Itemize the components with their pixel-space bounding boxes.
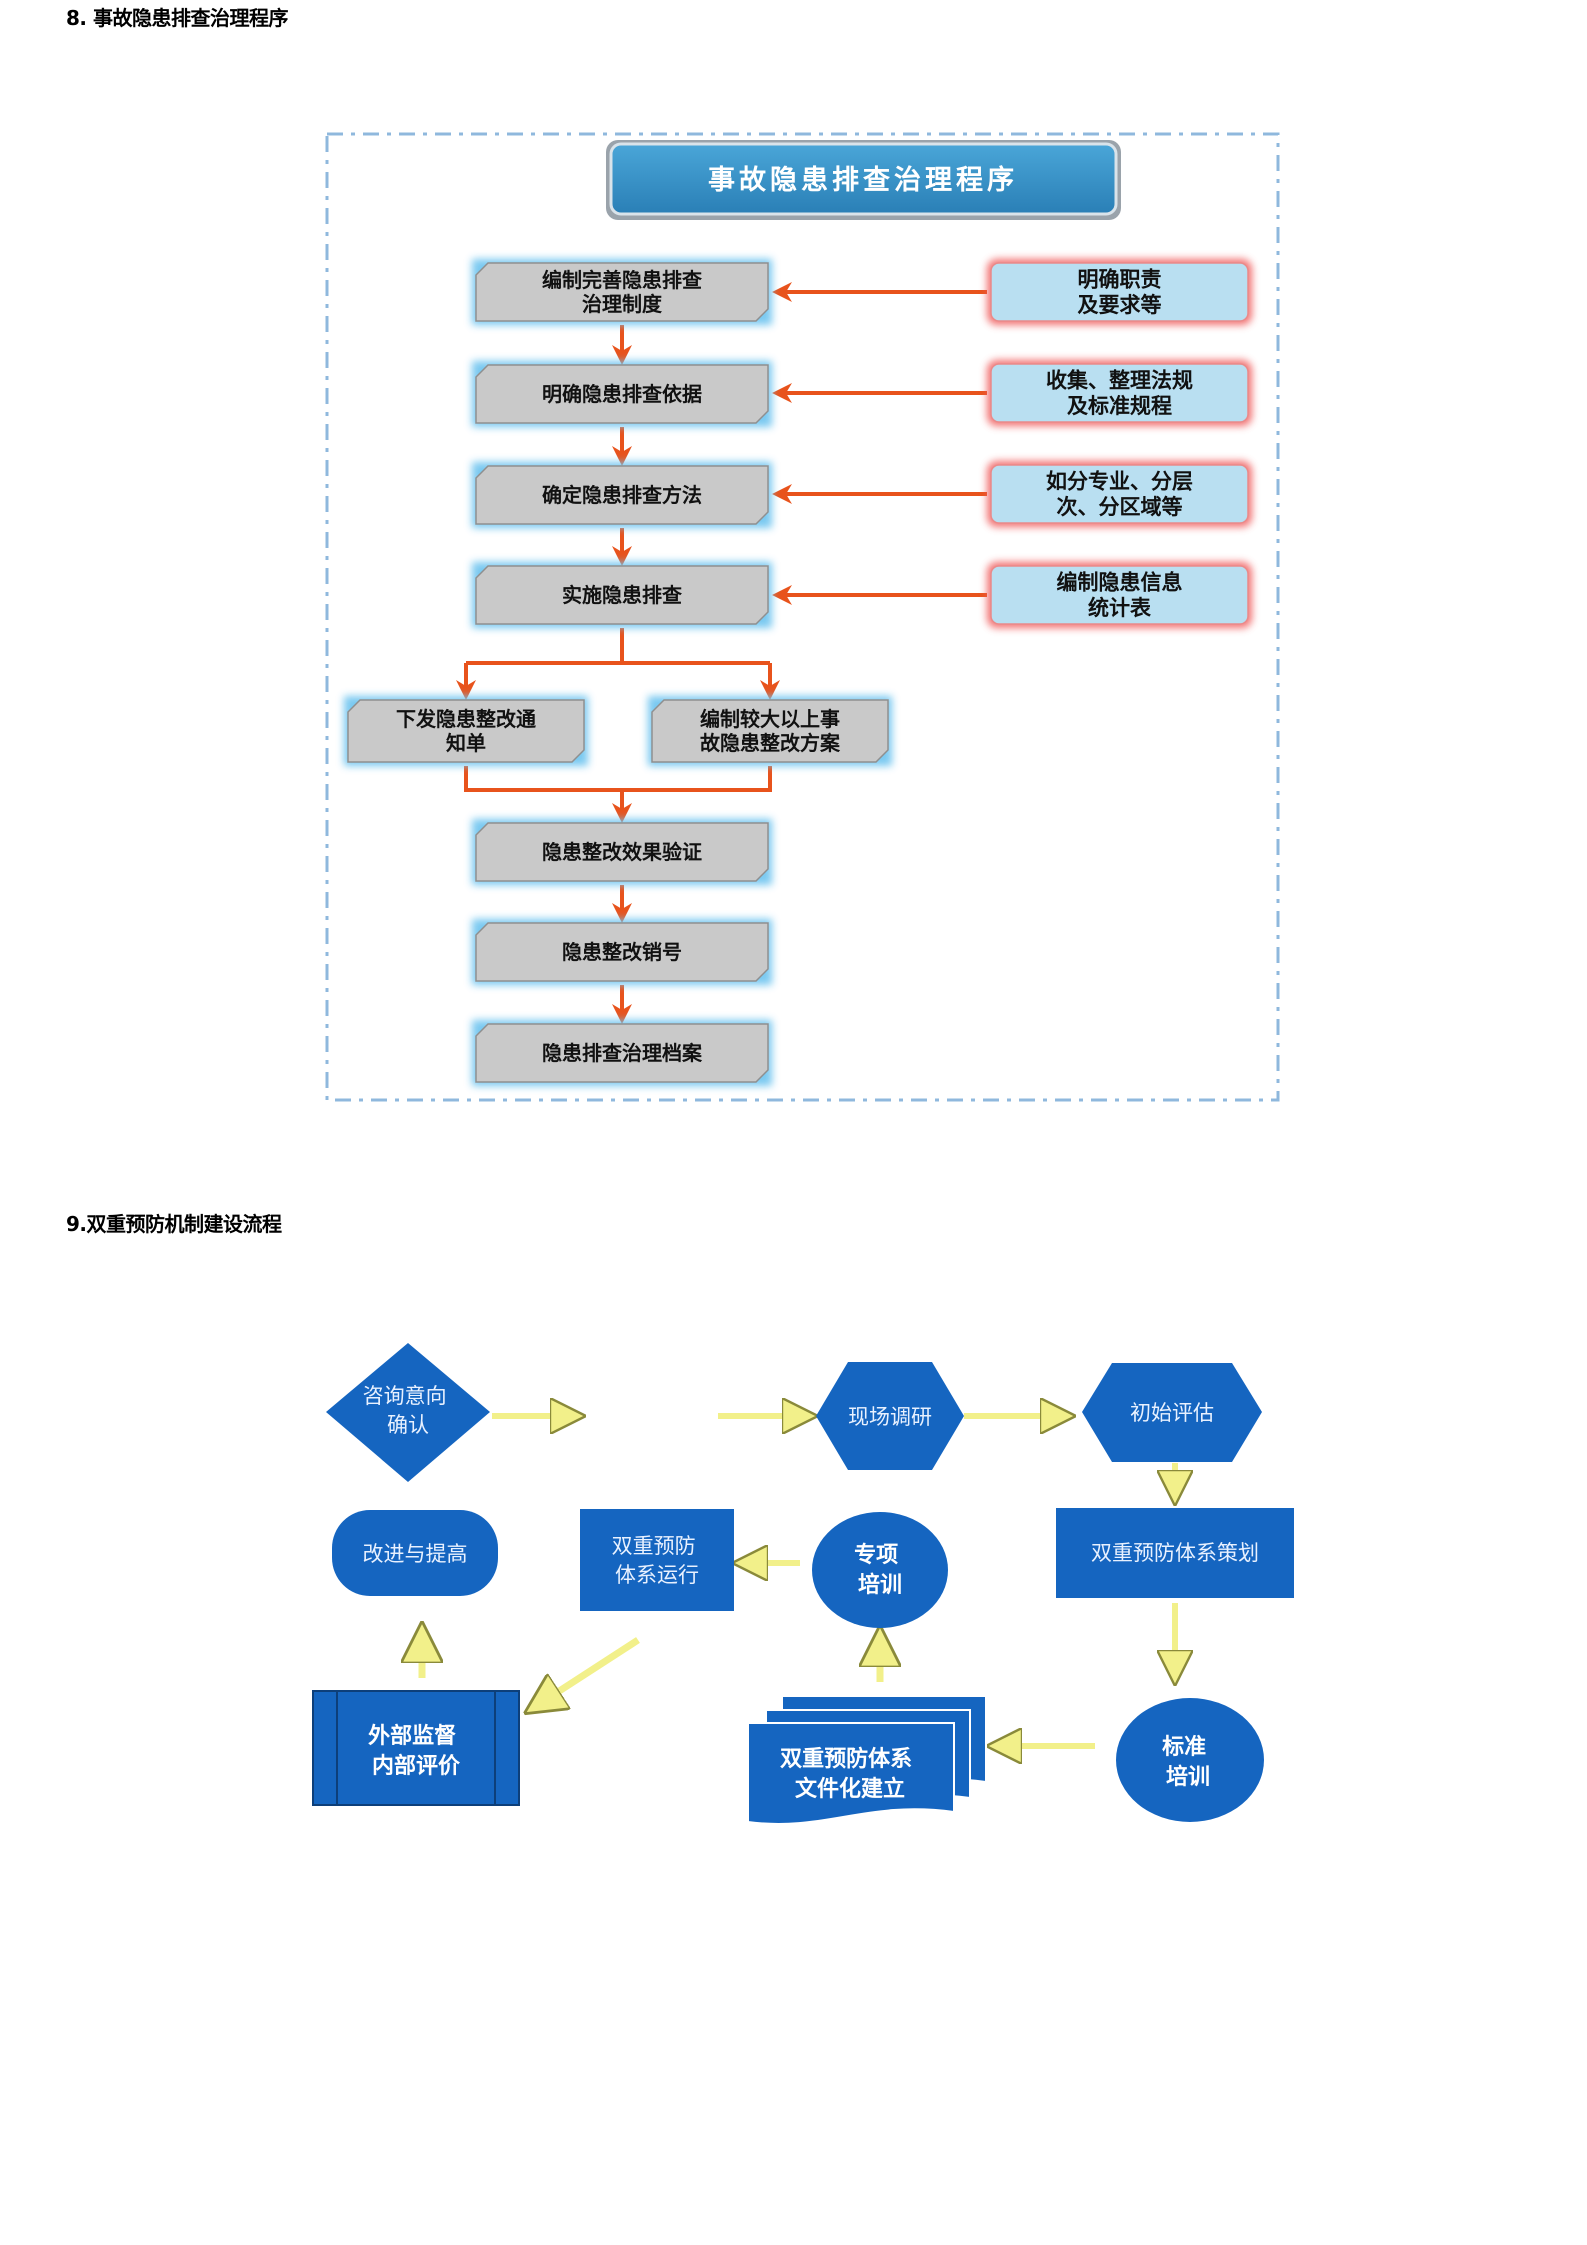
node-special-train-text: 专项 培训 <box>854 1542 906 1598</box>
final-step-2-text: 隐患整改销号 <box>562 940 682 964</box>
node-assess <box>1082 1363 1262 1462</box>
orange-connectors <box>456 282 987 1024</box>
node-survey-text: 现场调研 <box>848 1405 932 1429</box>
section-8-heading: 8. 事故隐患排查治理程序 <box>66 6 288 30</box>
side-note-4: 编制隐患信息统计表 <box>987 562 1252 628</box>
branch-right-step: 编制较大以上事故隐患整改方案 <box>648 696 892 766</box>
section-9-heading: 9.双重预防机制建设流程 <box>66 1212 282 1236</box>
title-box <box>609 142 1118 216</box>
node-supervise-text: 外部监督 内部评价 <box>368 1723 464 1779</box>
node-docs <box>747 1722 955 1825</box>
final-step-1: 隐患整改效果验证 <box>472 819 772 885</box>
main-step-4: 实施隐患排查 <box>472 562 772 628</box>
node-docs-text: 双重预防体系 文件化建立 <box>780 1747 920 1802</box>
main-step-2-text: 明确隐患排查依据 <box>542 382 702 406</box>
main-step-4-text: 实施隐患排查 <box>562 583 682 607</box>
branch-left-step-text: 下发隐患整改通知单 <box>396 707 536 755</box>
node-improve-text: 改进与提高 <box>363 1542 468 1566</box>
node-improve <box>332 1510 498 1596</box>
node-supervise <box>312 1690 520 1806</box>
final-step-2: 隐患整改销号 <box>472 919 772 985</box>
node-plan-text: 双重预防体系策划 <box>1091 1541 1259 1565</box>
node-plan <box>1056 1508 1294 1598</box>
title-text: 事故隐患排查治理程序 <box>708 164 1018 196</box>
side-note-1-text: 明确职责及要求等 <box>1078 268 1162 318</box>
main-step-1: 编制完善隐患排查治理制度 <box>472 259 772 325</box>
final-step-3-text: 隐患排查治理档案 <box>542 1041 703 1065</box>
split-line <box>466 628 770 665</box>
node-survey <box>816 1362 964 1470</box>
side-note-2: 收集、整理法规及标准规程 <box>987 360 1252 426</box>
main-step-1-text: 编制完善隐患排查治理制度 <box>542 268 702 316</box>
node-operate <box>580 1509 734 1611</box>
side-note-2-text: 收集、整理法规及标准规程 <box>1046 369 1193 419</box>
flow-nodes: 咨询意向 确认 现场调研 初始评估 双重预防体系策划 标准 培训 双重预防体系 … <box>312 1343 1294 1825</box>
arrow-operate-supervise <box>530 1637 640 1710</box>
final-step-3: 隐患排查治理档案 <box>472 1020 772 1086</box>
branch-left-step: 下发隐患整改通知单 <box>344 696 588 766</box>
node-operate-text: 双重预防 体系运行 <box>612 1534 703 1587</box>
side-note-1: 明确职责及要求等 <box>987 259 1252 325</box>
node-consult-text: 咨询意向 确认 <box>363 1384 454 1437</box>
branch-right-step-text: 编制较大以上事故隐患整改方案 <box>700 707 841 755</box>
final-step-1-text: 隐患整改效果验证 <box>542 840 702 864</box>
node-special-train <box>812 1512 948 1628</box>
flow-connectors <box>422 1416 1175 1746</box>
main-step-3-text: 确定隐患排查方法 <box>542 483 702 507</box>
merge-line <box>464 766 772 792</box>
branch-steps: 下发隐患整改通知单 编制较大以上事故隐患整改方案 <box>344 696 892 766</box>
main-step-3: 确定隐患排查方法 <box>472 462 772 528</box>
main-step-2: 明确隐患排查依据 <box>472 361 772 427</box>
node-std-train <box>1116 1698 1264 1822</box>
node-std-train-text: 标准 培训 <box>1162 1734 1214 1790</box>
hazard-procedure-diagram: 事故隐患排查治理程序 编制完善隐患排查治理制度明确隐患排查依据确定隐患排查方法实… <box>325 132 1280 1102</box>
side-note-3: 如分专业、分层次、分区域等 <box>987 461 1252 527</box>
side-note-3-text: 如分专业、分层次、分区域等 <box>1046 470 1193 520</box>
side-note-4-text: 编制隐患信息统计表 <box>1057 571 1183 621</box>
node-consult <box>326 1343 490 1482</box>
node-assess-text: 初始评估 <box>1130 1401 1214 1425</box>
dashed-frame <box>325 132 1280 1102</box>
side-notes: 明确职责及要求等收集、整理法规及标准规程如分专业、分层次、分区域等编制隐患信息统… <box>987 259 1252 628</box>
